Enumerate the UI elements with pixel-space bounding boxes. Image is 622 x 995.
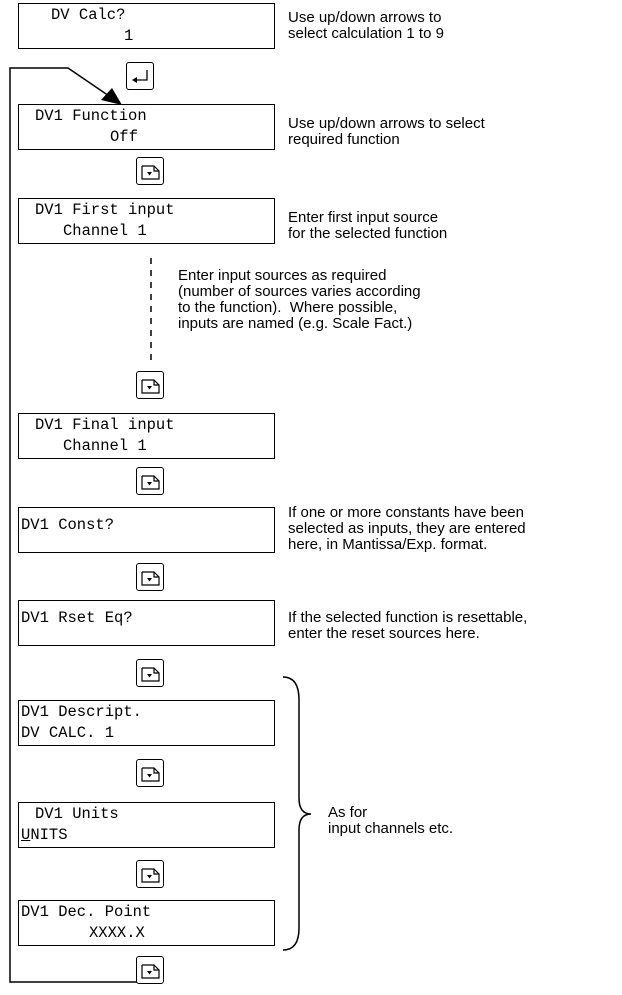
- page-icon: [141, 667, 160, 682]
- display-line2: 1: [124, 27, 134, 45]
- page-key[interactable]: [136, 467, 164, 495]
- page-icon: [141, 165, 160, 180]
- display-line2: UNITS: [21, 825, 68, 845]
- display-dv1-rset-eq: DV1 Rset Eq?: [18, 600, 275, 646]
- page-icon: [141, 868, 160, 883]
- note-calc: Use up/down arrows to select calculation…: [288, 9, 444, 42]
- display-line1: DV1 Units: [35, 805, 119, 823]
- display-line2: DV CALC. 1: [21, 724, 115, 742]
- display-line1: DV1 Dec. Point: [21, 903, 152, 921]
- enter-icon: [132, 70, 148, 83]
- display-line2-rest: NITS: [30, 826, 68, 844]
- loop-arrowhead: [101, 88, 122, 105]
- note-function: Use up/down arrows to select required fu…: [288, 115, 485, 148]
- note-as-for: As for input channels etc.: [328, 804, 454, 837]
- display-line1: DV1 Function: [35, 107, 147, 125]
- display-dv1-first-input: DV1 First input Channel 1: [18, 198, 275, 244]
- enter-key[interactable]: [126, 62, 154, 90]
- note-sources: Enter input sources as required (number …: [178, 267, 421, 332]
- display-line1: DV1 Rset Eq?: [21, 609, 133, 627]
- page-key[interactable]: [136, 956, 164, 984]
- display-line2: Off: [110, 128, 138, 146]
- display-line1: DV Calc?: [51, 6, 126, 24]
- page-key[interactable]: [136, 659, 164, 687]
- cursor-char: U: [21, 826, 31, 844]
- display-dv-calc: DV Calc? 1: [18, 3, 275, 49]
- page-icon: [141, 571, 160, 586]
- display-line2: XXXX.X: [89, 924, 145, 942]
- display-dv1-function: DV1 Function Off: [18, 104, 275, 150]
- page-icon: [141, 767, 160, 782]
- page-key[interactable]: [136, 759, 164, 787]
- page-icon: [141, 964, 160, 979]
- loop-back-line: [9, 67, 150, 983]
- display-line2: Channel 1: [63, 222, 147, 240]
- page-key[interactable]: [136, 563, 164, 591]
- display-line1: DV1 Descript.: [21, 703, 142, 721]
- grouping-brace: [282, 676, 312, 951]
- page-key[interactable]: [136, 371, 164, 399]
- note-rset: If the selected function is resettable, …: [288, 609, 528, 642]
- page-key[interactable]: [136, 157, 164, 185]
- note-const: If one or more constants have been selec…: [288, 504, 526, 553]
- page-icon: [141, 475, 160, 490]
- page-key[interactable]: [136, 860, 164, 888]
- display-dv1-descript: DV1 Descript. DV CALC. 1: [18, 700, 275, 746]
- display-line1: DV1 Const?: [21, 516, 115, 534]
- display-line1: DV1 Final input: [35, 416, 175, 434]
- display-dv1-const: DV1 Const?: [18, 507, 275, 553]
- display-line1: DV1 First input: [35, 201, 175, 219]
- note-first-input: Enter first input source for the selecte…: [288, 209, 448, 242]
- display-line2: Channel 1: [63, 437, 147, 455]
- display-dv1-final-input: DV1 Final input Channel 1: [18, 413, 275, 459]
- display-dv1-units: DV1 Units UNITS: [18, 802, 275, 848]
- page-icon: [141, 379, 160, 394]
- display-dv1-dec-point: DV1 Dec. Point XXXX.X: [18, 900, 275, 946]
